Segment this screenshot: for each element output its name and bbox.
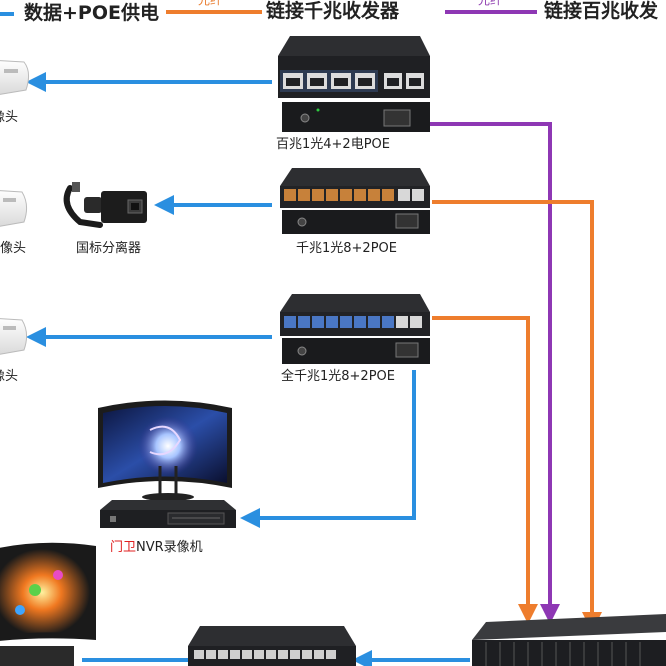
nvr-label-rest: NVR录像机 [136, 540, 203, 555]
nvr-recorder-icon [100, 500, 236, 528]
camera-3-label: 像头 [0, 369, 19, 384]
switch-1-device [278, 36, 430, 132]
splitter-label: 国标分离器 [76, 241, 142, 256]
legend-orange-text: 链接千兆收发器 [266, 0, 400, 22]
legend-purple-text: 链接百兆收发 [544, 0, 659, 22]
switch-2-label: 千兆1光8+2POE [296, 241, 397, 256]
nvr-label: 门卫NVR录像机 [110, 541, 203, 554]
camera-1-label: 像头 [0, 110, 19, 125]
orange-fiber-switch3 [432, 316, 538, 624]
camera-2-icon [0, 190, 28, 227]
purple-fiber-switch1 [426, 122, 560, 624]
bottom-monitor-icon [0, 542, 96, 666]
camera-2-label: 像头 [0, 241, 27, 256]
legend-purple-small-text: 光纤 [478, 0, 503, 7]
camera-1-icon [0, 60, 30, 95]
bottom-switch-device [188, 626, 356, 666]
poe-splitter-icon [63, 182, 147, 228]
nvr-label-red-part: 门卫 [110, 540, 137, 555]
orange-fiber-switch2 [432, 200, 602, 632]
legend-blue-text: 数据+POE供电 [24, 2, 159, 24]
blue-link-switch3-nvr [240, 370, 416, 528]
fiber-chassis-device [472, 614, 666, 666]
camera-3-icon [0, 318, 28, 355]
switch-3-device [280, 294, 430, 364]
switch-1-label: 百兆1光4+2电POE [276, 137, 390, 152]
monitor-icon [98, 400, 232, 501]
switch-3-label: 全千兆1光8+2POE [281, 369, 395, 384]
legend-orange-small-text: 光纤 [198, 0, 223, 7]
switch-2-device [280, 168, 430, 234]
